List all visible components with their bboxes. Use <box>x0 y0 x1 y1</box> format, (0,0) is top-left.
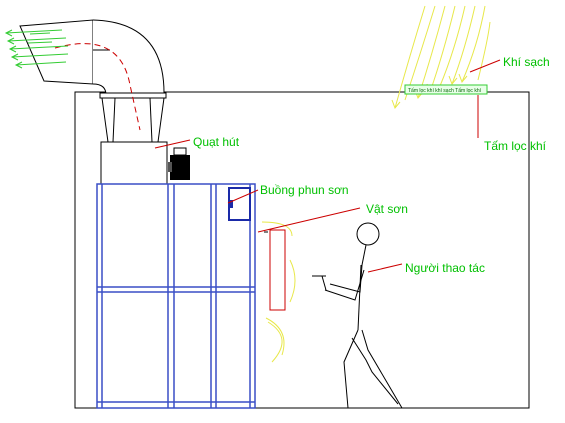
paint-object-label: Vật sơn <box>366 202 408 216</box>
spray-booth <box>96 183 256 409</box>
spray-arcs <box>261 221 296 363</box>
duct-transition <box>101 97 165 143</box>
air-filter <box>404 84 488 95</box>
spray-booth-label: Buồng phun sơn <box>260 183 349 197</box>
exhaust-duct <box>19 19 168 185</box>
airflow-path <box>54 43 141 131</box>
fan-housing <box>100 141 168 185</box>
leader-lines <box>154 59 501 273</box>
exhaust-outlet <box>19 19 94 85</box>
clean-air-label: Khí sạch <box>503 55 550 69</box>
air-filter-label: Tấm lọc khí <box>484 139 547 153</box>
duct-elbow <box>92 19 165 96</box>
fan-motor <box>168 147 190 180</box>
exhaust-arrows <box>4 29 69 69</box>
operator-figure <box>312 222 403 409</box>
fan-label: Quạt hút <box>193 135 240 149</box>
paint-object <box>269 229 286 311</box>
operator-label: Người thao tác <box>405 261 485 275</box>
room-outline <box>74 91 530 409</box>
filter-caption: Tấm lọc khí khí sạch Tấm lọc khí <box>408 88 482 94</box>
control-switch <box>229 200 233 208</box>
